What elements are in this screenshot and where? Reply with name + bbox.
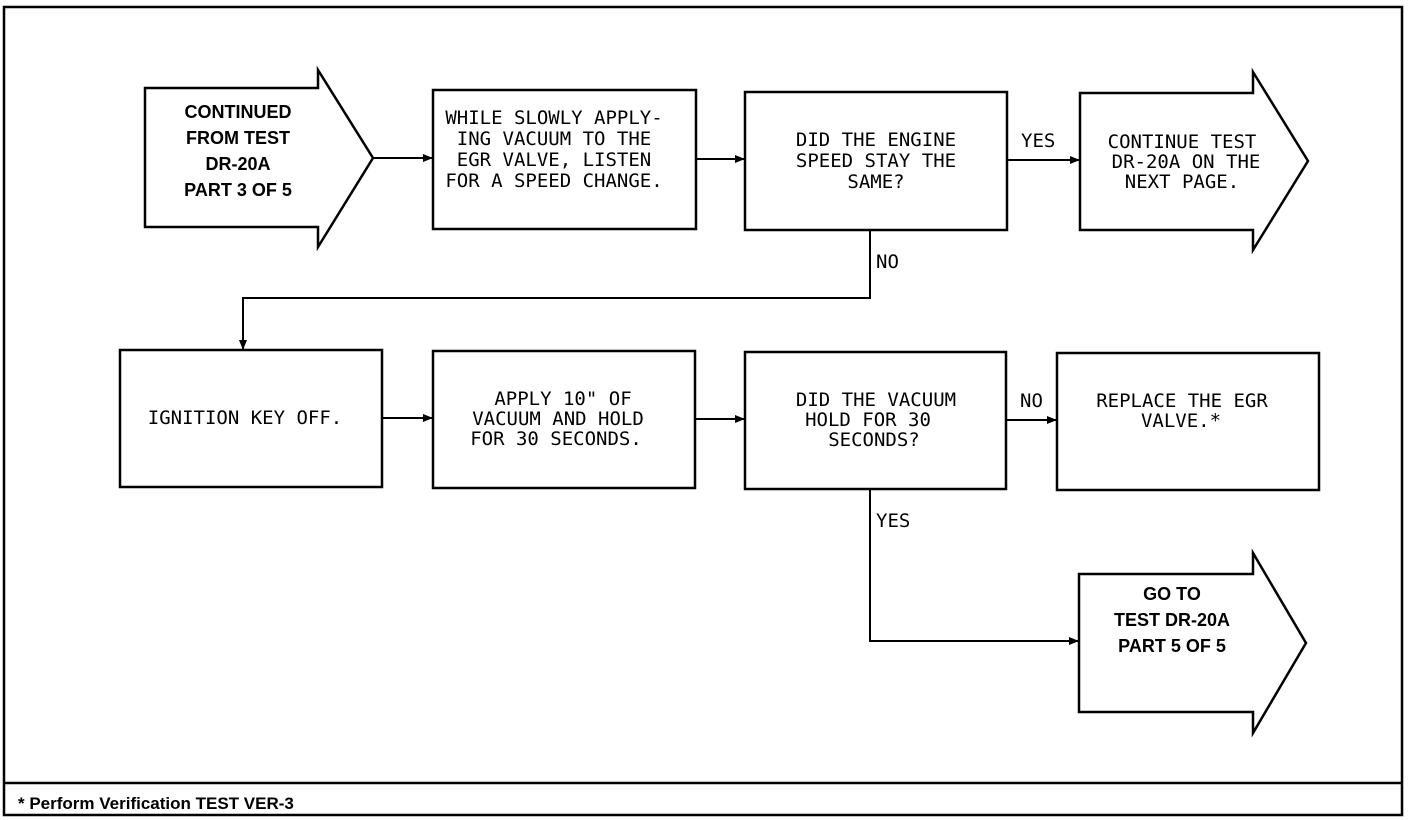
apply-vacuum-listen-line: FOR A SPEED CHANGE. [445, 170, 662, 192]
goto-part5-arrow: GO TO TEST DR-20A PART 5 OF 5 [1077, 548, 1308, 738]
continue-next-page-arrow: CONTINUE TEST DR-20A ON THE NEXT PAGE. [1078, 67, 1310, 255]
goto-part5-line: GO TO [1143, 584, 1201, 604]
engine-speed-decision-box: DID THE ENGINE SPEED STAY THE SAME? [743, 90, 1009, 232]
apply-vacuum-listen-line: WHILE SLOWLY APPLY- [445, 107, 662, 129]
footnote: * Perform Verification TEST VER-3 [18, 794, 294, 813]
vacuum-hold-decision-line: DID THE VACUUM [796, 389, 956, 411]
ignition-key-off-line: IGNITION KEY OFF. [148, 407, 342, 429]
no-label: NO [876, 251, 899, 273]
apply-10-vacuum-line: APPLY 10" OF [494, 388, 631, 410]
apply-10-vacuum-line: FOR 30 SECONDS. [470, 428, 642, 450]
continue-next-page-line: DR-20A ON THE [1112, 151, 1261, 173]
continued-from-test-arrow: CONTINUED FROM TEST DR-20A PART 3 OF 5 [143, 65, 375, 252]
continue-next-page-line: CONTINUE TEST [1108, 131, 1257, 153]
engine-speed-decision-line: SAME? [847, 171, 904, 193]
replace-egr-line: REPLACE THE EGR [1096, 390, 1268, 412]
continued-arrow-line: FROM TEST [186, 128, 290, 148]
vacuum-hold-decision-line: HOLD FOR 30 [805, 409, 931, 431]
connector-no-to-ignition [239, 230, 871, 350]
engine-speed-decision-line: SPEED STAY THE [796, 150, 956, 172]
continued-arrow-line: CONTINUED [185, 102, 292, 122]
yes-label: YES [876, 510, 910, 532]
vacuum-hold-decision-box: DID THE VACUUM HOLD FOR 30 SECONDS? [743, 350, 1008, 491]
continue-next-page-line: NEXT PAGE. [1125, 171, 1239, 193]
goto-part5-line: PART 5 OF 5 [1118, 636, 1226, 656]
continued-arrow-line: PART 3 OF 5 [184, 180, 292, 200]
apply-10-vacuum-line: VACUUM AND HOLD [472, 408, 644, 430]
ignition-key-off-box: IGNITION KEY OFF. [118, 348, 384, 489]
replace-egr-line: VALVE.* [1141, 410, 1221, 432]
goto-part5-line: TEST DR-20A [1114, 610, 1230, 630]
continued-arrow-line: DR-20A [205, 154, 270, 174]
diagram-border [2, 5, 1404, 817]
engine-speed-decision-line: DID THE ENGINE [796, 129, 956, 151]
replace-egr-box: REPLACE THE EGR VALVE.* [1055, 351, 1321, 492]
yes-label: YES [1021, 130, 1055, 152]
vacuum-hold-decision-line: SECONDS? [828, 429, 920, 451]
connectors [239, 154, 1080, 645]
apply-vacuum-listen-line: ING VACUUM TO THE [457, 128, 651, 150]
no-label: NO [1020, 390, 1043, 412]
apply-vacuum-listen-line: EGR VALVE, LISTEN [457, 149, 651, 171]
apply-vacuum-listen-box: WHILE SLOWLY APPLY- ING VACUUM TO THE EG… [431, 88, 698, 231]
apply-10-vacuum-box: APPLY 10" OF VACUUM AND HOLD FOR 30 SECO… [431, 349, 697, 490]
connector-yes-to-part5 [869, 489, 1079, 645]
